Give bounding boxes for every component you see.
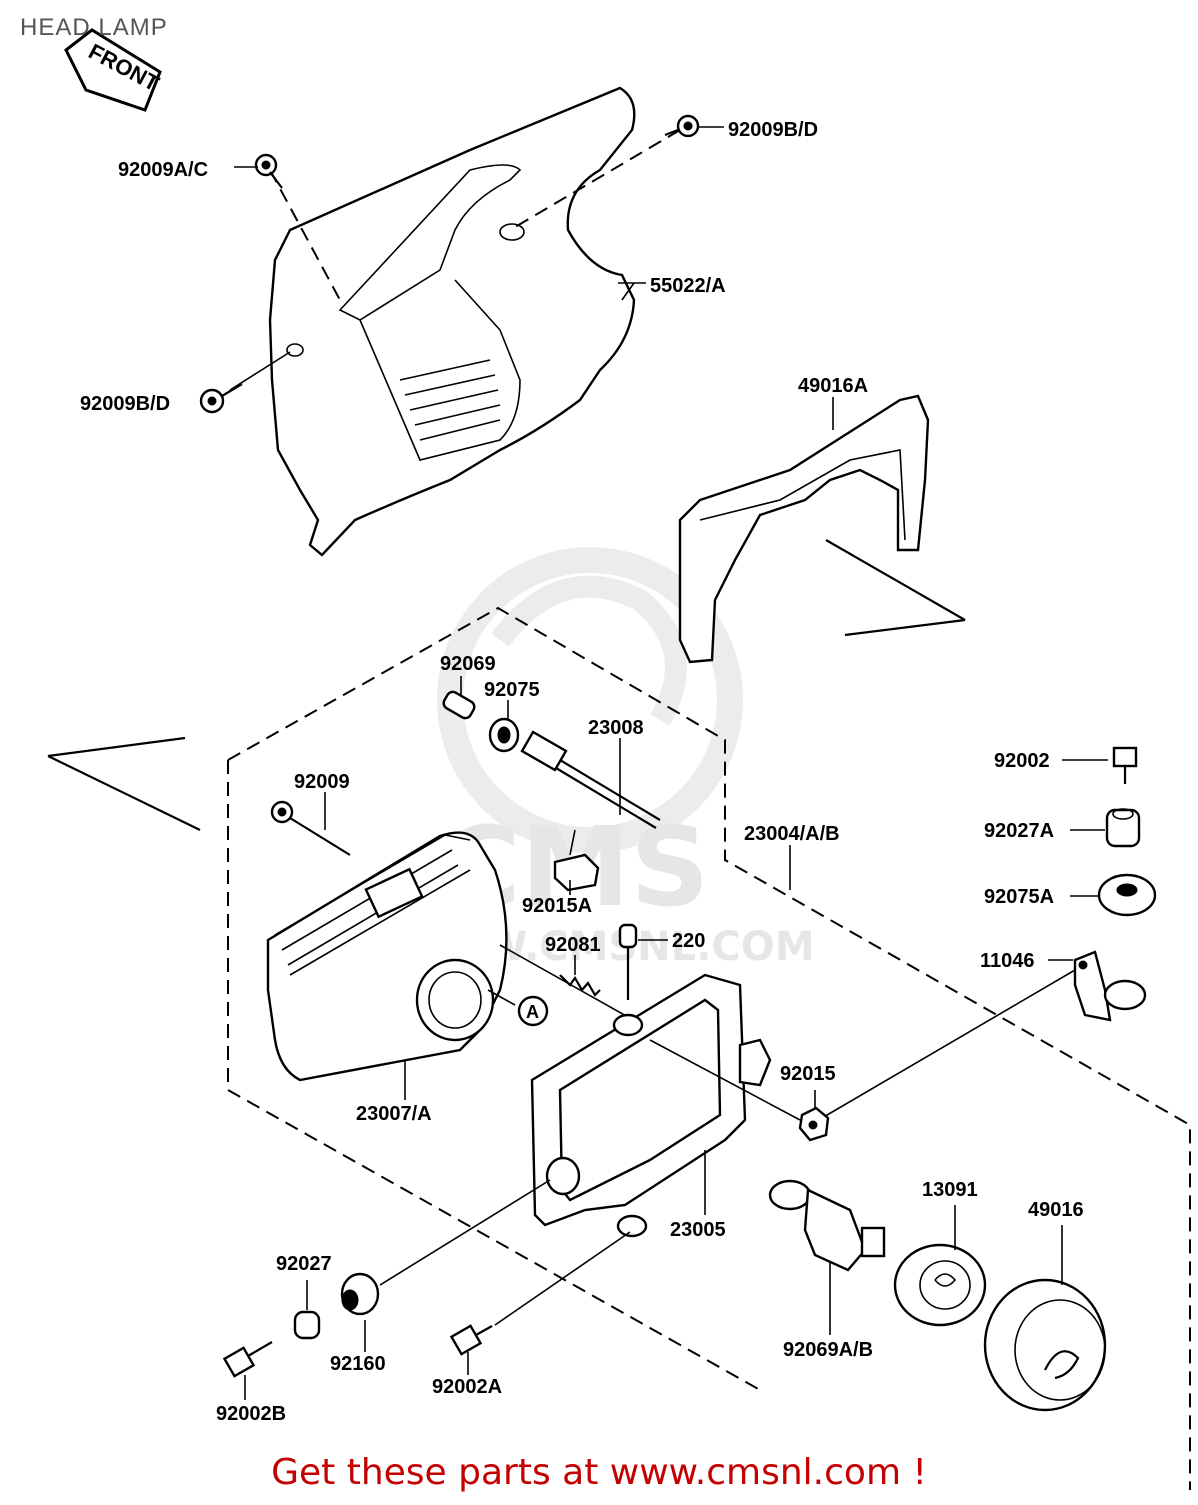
part-label-23004ab: 23004/A/B [744,823,840,845]
bolt-92002-icon [1112,746,1138,784]
part-label-92002b: 92002B [216,1403,286,1425]
part-label-11046: 11046 [980,950,1035,972]
part-label-92027: 92027 [276,1253,332,1275]
collar-92027a-icon [1105,808,1141,848]
part-label-92069: 92069 [440,653,496,675]
part-label-92015: 92015 [780,1063,836,1085]
grommet-92075a-icon [1097,873,1157,917]
bolt-92009-icon [270,800,351,856]
screw-92009ac-icon [254,153,283,189]
bolt-92002a-icon [449,1324,493,1356]
bolt-92002b-icon [222,1341,273,1378]
footer-link[interactable]: Get these parts at www.cmsnl.com ! [271,1452,927,1493]
cover-49016-icon [983,1278,1107,1412]
clip-92015a-icon [553,829,600,892]
part-label-92009bd-left: 92009B/D [80,393,170,415]
part-label-92027a: 92027A [984,820,1054,842]
callout-a: A [487,989,549,1027]
screw-92009bd-left-icon [199,383,243,414]
frame-23005-drawing [530,973,772,1238]
part-label-92002a: 92002A [432,1376,502,1398]
part-label-23008: 23008 [588,717,644,739]
page-title: HEAD LAMP [20,14,168,41]
part-label-92002: 92002 [994,750,1050,772]
leader-lines [234,126,1108,1400]
part-label-23007a: 23007/A [356,1103,432,1125]
part-label-23005: 23005 [670,1219,726,1241]
socket-23008-drawing [520,730,661,829]
nut-92015-icon [798,1106,830,1142]
screw-220-icon [618,923,638,1000]
part-label-92081: 92081 [545,934,601,956]
part-label-92160: 92160 [330,1353,386,1375]
part-label-92075: 92075 [484,679,540,701]
part-label-49016a: 49016A [798,375,868,397]
part-label-92075a: 92075A [984,886,1054,908]
front-arrow-icon: FRONT [64,28,164,112]
clip-92069-icon [442,690,476,720]
headlamp-cover-drawing [268,86,636,557]
spring-92081-icon [559,974,601,997]
part-label-92069ab: 92069A/B [783,1339,873,1361]
part-label-13091: 13091 [922,1179,978,1201]
part-label-92009bd-top: 92009B/D [728,119,818,141]
grommet-92075-icon [488,717,520,753]
part-label-92009ac: 92009A/C [118,159,208,181]
collar-92027-icon [293,1310,321,1340]
callout-a-label: A [526,1002,539,1022]
part-label-92015a: 92015A [522,895,592,917]
part-label-92009: 92009 [294,771,350,793]
bulb-92069ab-icon [768,1179,886,1272]
bracket-49016a-drawing [678,394,966,664]
part-label-55022a: 55022/A [650,275,726,297]
socket-13091-icon [893,1243,987,1327]
headlamp-unit-drawing [266,831,508,1082]
part-label-49016: 49016 [1028,1199,1084,1221]
bracket-11046-icon [1073,950,1147,1022]
collar-92160-icon [340,1272,380,1316]
screw-92009bd-top-icon [664,114,700,138]
part-label-220: 220 [672,930,705,952]
